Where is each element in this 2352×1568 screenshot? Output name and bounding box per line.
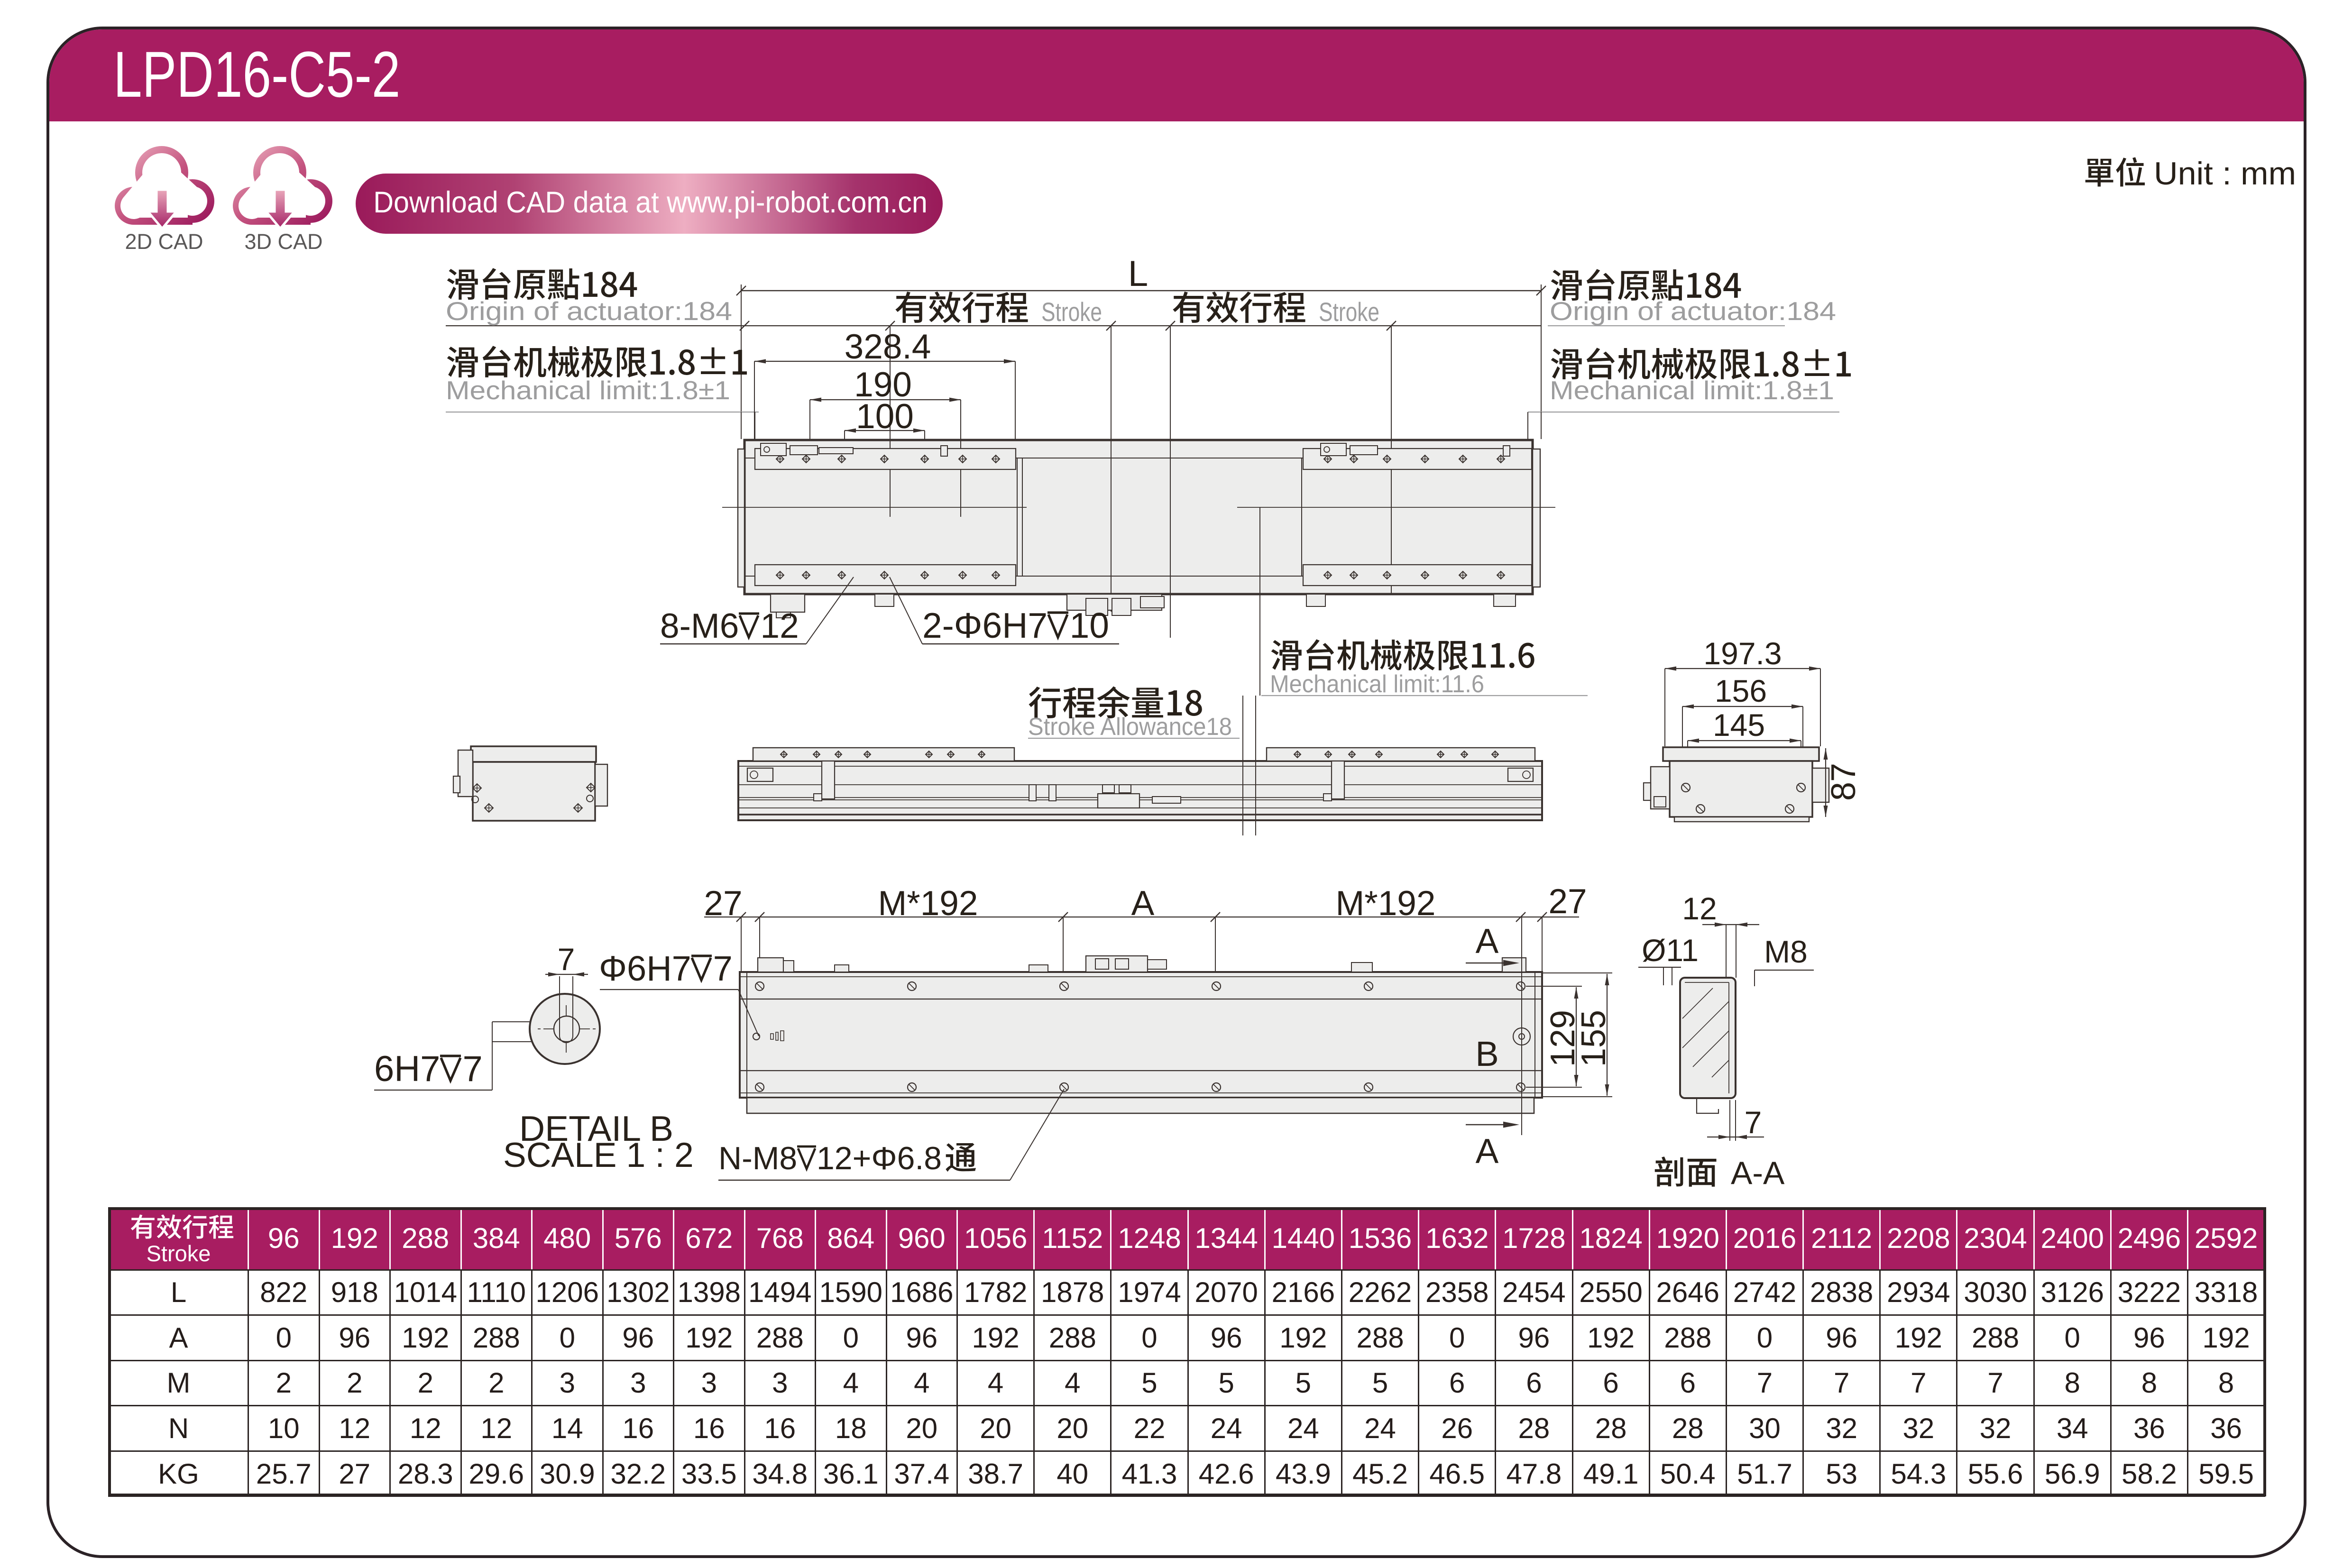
svg-text:10: 10 [1070,605,1109,645]
svg-text:Stroke Allowance18: Stroke Allowance18 [1028,713,1232,741]
svg-text:N-M8: N-M8 [718,1140,797,1176]
svg-text:M*192: M*192 [878,884,978,923]
svg-text:27: 27 [1548,882,1587,921]
svg-text:8-M6: 8-M6 [660,607,739,645]
svg-text:Stroke: Stroke [1041,297,1102,327]
svg-text:7: 7 [558,942,575,977]
svg-text:12: 12 [761,607,799,645]
svg-text:A-A: A-A [1731,1155,1785,1191]
svg-text:DETAIL B: DETAIL B [519,1109,673,1148]
svg-text:7: 7 [1745,1105,1762,1140]
svg-text:2-Φ6H7: 2-Φ6H7 [922,605,1047,645]
svg-text:12+Φ6.8: 12+Φ6.8 [817,1140,942,1176]
svg-text:87: 87 [1825,763,1863,801]
svg-text:155: 155 [1575,1010,1613,1067]
svg-text:129: 129 [1544,1010,1582,1067]
svg-text:Stroke: Stroke [1319,297,1379,327]
svg-text:B: B [1475,1034,1498,1073]
svg-text:197.3: 197.3 [1703,636,1782,671]
svg-text:M*192: M*192 [1335,884,1435,923]
svg-text:27: 27 [704,884,742,923]
svg-text:190: 190 [854,366,912,404]
svg-text:Origin of actuator:184: Origin of actuator:184 [1550,296,1836,326]
svg-text:L: L [1128,254,1148,294]
svg-text:Mechanical limit:1.8±1: Mechanical limit:1.8±1 [1550,376,1834,405]
svg-text:Φ6H7: Φ6H7 [599,949,691,988]
svg-text:A: A [1131,884,1155,923]
svg-text:7: 7 [713,949,733,988]
svg-text:328.4: 328.4 [845,328,931,366]
svg-text:6H7: 6H7 [374,1049,440,1089]
svg-text:A: A [1476,1132,1499,1171]
svg-text:12: 12 [1682,891,1717,926]
svg-text:M8: M8 [1764,934,1808,969]
svg-text:Origin of actuator:184: Origin of actuator:184 [446,296,732,326]
svg-text:145: 145 [1713,707,1765,743]
svg-text:SCALE 1 : 2: SCALE 1 : 2 [503,1136,694,1174]
svg-text:A: A [1476,922,1499,961]
svg-text:Unit : mm: Unit : mm [2154,156,2296,192]
svg-text:7: 7 [463,1049,483,1089]
svg-text:Ø11: Ø11 [1642,933,1699,968]
svg-text:100: 100 [856,397,914,436]
svg-text:Mechanical limit:11.6: Mechanical limit:11.6 [1270,670,1484,698]
svg-text:156: 156 [1715,673,1767,708]
svg-text:Mechanical limit:1.8±1: Mechanical limit:1.8±1 [446,376,730,405]
